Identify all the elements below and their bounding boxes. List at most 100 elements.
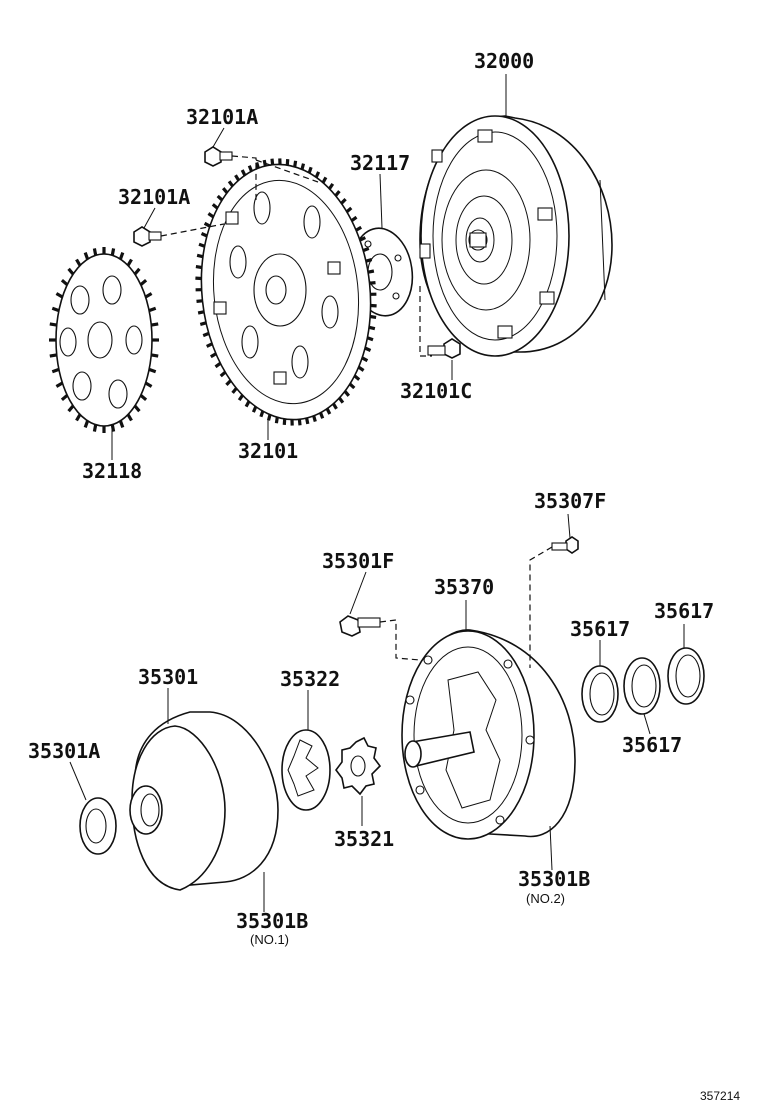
gear-tooth [198,242,206,248]
gear-tooth [144,381,153,388]
gear-tooth [83,252,90,260]
label-35617-b: 35617 [654,599,714,623]
gear-tooth [255,161,260,169]
gear-tooth [60,278,69,286]
gear-tooth [368,325,376,331]
gear-tooth [216,194,224,202]
sensor-plate-drawing[interactable] [49,247,159,433]
gear-tooth [211,203,219,210]
gear-tooth [359,236,366,242]
gear-tooth [200,232,208,238]
sensor-plate-teeth [49,247,159,433]
gear-tooth [60,394,69,402]
gear-tooth [126,413,133,422]
gear-tooth [148,367,157,374]
gear-tooth [361,356,369,363]
gear-tooth [203,221,211,228]
bolt-32101A-lower-drawing[interactable] [133,226,162,247]
gear-tooth [357,365,365,372]
gear-tooth [51,367,60,374]
gear-tooth [314,171,321,179]
bolt-32101A-upper-drawing[interactable] [204,146,233,167]
gear-tooth [293,160,298,168]
gear-tooth [319,412,325,419]
gear-tooth [355,225,363,232]
gear-tooth [83,420,90,428]
seal-ring-a-drawing[interactable] [581,665,619,723]
gear-tooth [325,407,332,415]
gear-tooth [348,382,356,390]
label-32000: 32000 [474,49,534,73]
gear-tooth [126,258,133,267]
gear-tooth [55,292,64,299]
oil-seal-drawing[interactable] [79,797,117,855]
gear-tooth [367,269,375,274]
gear-tooth [259,410,265,418]
oil-pump-body-drawing[interactable] [401,629,576,840]
bolt-32101C-drawing[interactable] [427,338,461,359]
gear-tooth [227,180,234,188]
gear-tooth [148,306,157,313]
driven-gear-drawing[interactable] [281,729,331,811]
gear-tooth [369,281,376,285]
pump-cover-drawing[interactable] [129,711,279,891]
gear-tooth [343,390,351,397]
torque-converter-drawing[interactable] [419,115,613,357]
label-32101: 32101 [238,439,298,463]
gear-tooth [75,258,82,267]
label-35307F: 35307F [534,489,606,513]
gear-tooth [247,165,253,172]
label-35301B-no2: 35301B [518,867,590,891]
label-35301: 35301 [138,665,198,689]
gear-tooth [240,169,247,177]
note-35301B-no2: (NO.2) [526,891,565,906]
gear-tooth [144,292,153,299]
gear-tooth [139,394,148,402]
label-32117: 32117 [350,151,410,175]
gear-tooth [139,278,148,286]
gear-tooth [244,400,251,408]
gear-tooth [297,419,302,426]
gear-tooth [340,197,347,205]
gear-tooth [234,174,240,182]
label-35617-a: 35617 [570,617,630,641]
label-35617-c: 35617 [622,733,682,757]
gear-tooth [55,381,64,388]
label-32101A-upper: 32101A [186,105,258,129]
bolt-35301F-drawing[interactable] [339,615,381,637]
gear-tooth [345,206,353,214]
gear-tooth [110,424,116,432]
label-35322: 35322 [280,667,340,691]
bolt-35307F-drawing[interactable] [551,536,579,554]
gear-tooth [118,252,125,260]
label-35370: 35370 [434,575,494,599]
gear-tooth [49,353,57,358]
label-32101A-lower: 32101A [118,185,190,209]
drive-gear-drawing[interactable] [335,736,382,796]
gear-tooth [334,190,341,197]
gear-tooth [151,353,159,358]
gear-tooth [353,374,361,381]
label-32118: 32118 [82,459,142,483]
seal-ring-c-drawing[interactable] [667,647,705,705]
gear-tooth [231,387,238,394]
gear-tooth [67,267,75,276]
gear-tooth [366,336,374,342]
gear-tooth [214,362,222,369]
label-35301A: 35301A [28,739,100,763]
seal-ring-b-drawing[interactable] [623,657,661,715]
gear-tooth [92,248,98,256]
gear-tooth [196,253,204,259]
gear-tooth [362,246,370,253]
gear-tooth [118,420,125,428]
gear-tooth [312,415,317,423]
gear-tooth [307,166,313,174]
ring-gear-teeth [195,158,377,426]
drive-plate-drawing[interactable] [189,156,383,428]
gear-tooth [202,331,210,338]
gear-tooth [332,402,338,410]
gear-tooth [196,299,203,303]
gear-tooth [92,424,98,432]
gear-tooth [350,215,358,222]
figure-id: 357214 [700,1089,740,1103]
